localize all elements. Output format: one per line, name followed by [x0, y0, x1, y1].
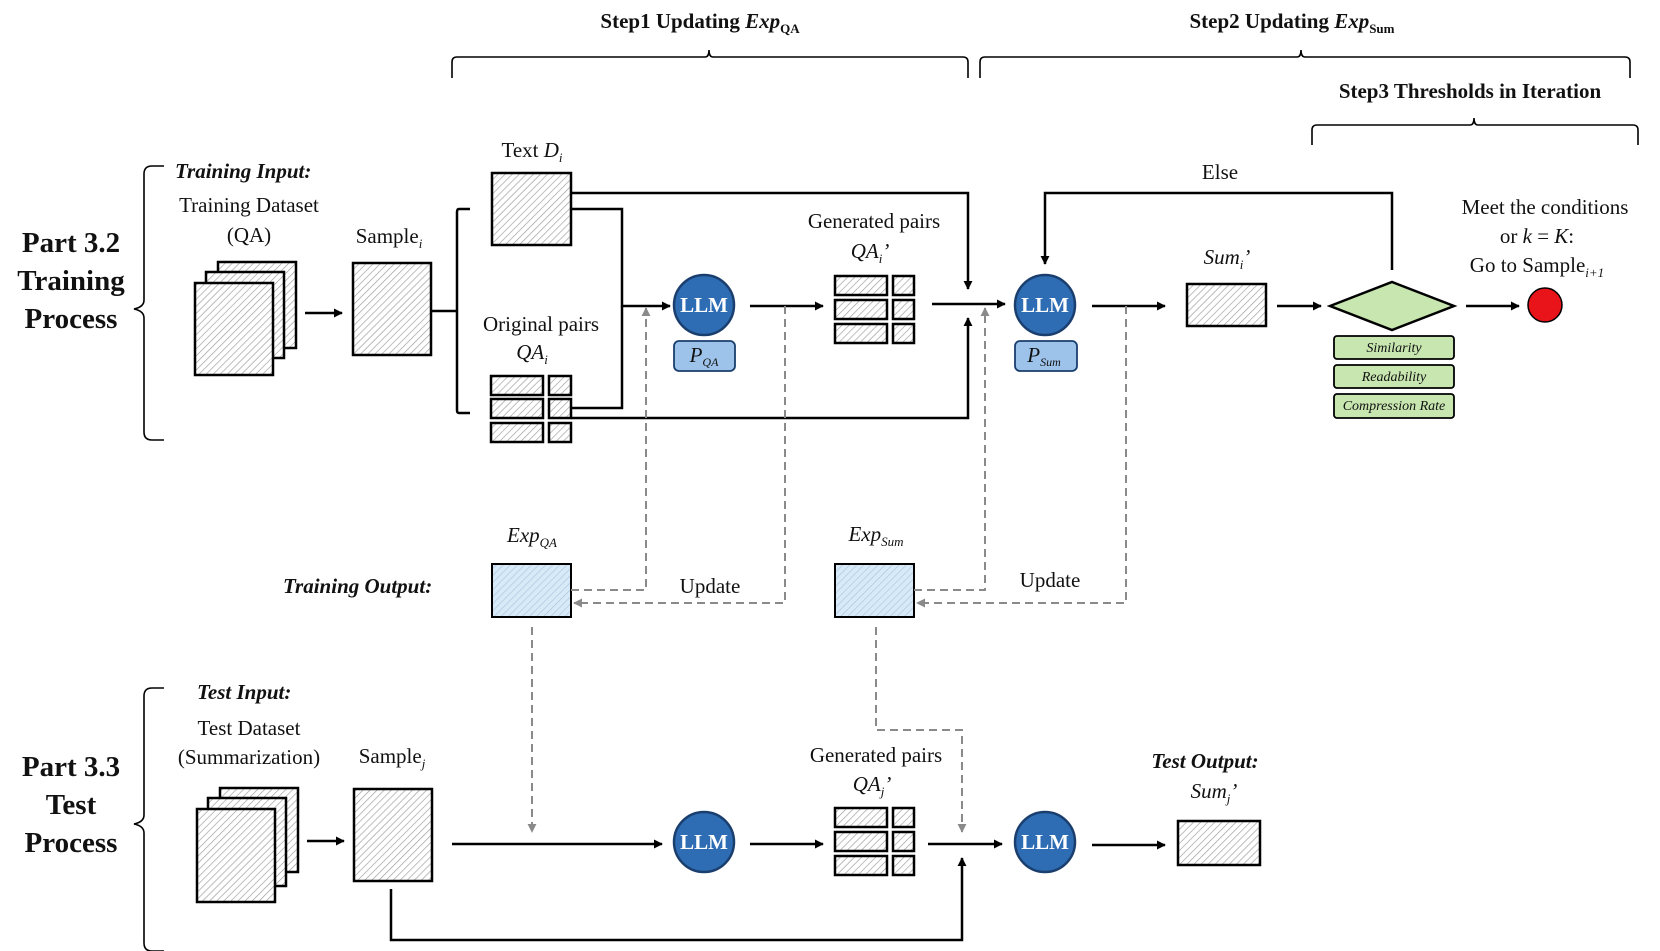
test-input-title: Test Input: [197, 680, 291, 704]
svg-text:LLM: LLM [680, 293, 728, 317]
test-sample-label: Samplej [359, 744, 426, 771]
exp-qa-box [491, 563, 572, 618]
test-output-box [1176, 819, 1262, 867]
svg-text:Compression Rate: Compression Rate [1343, 399, 1446, 414]
training-split-bracket [431, 207, 470, 415]
connector-qa-to-llm1 [571, 306, 624, 410]
condition-line-1: Meet the conditions [1462, 195, 1629, 219]
svg-text:Readability: Readability [1361, 370, 1427, 385]
svg-text:Test: Test [46, 789, 97, 821]
training-input-title: Training Input: [175, 159, 311, 183]
training-dataset-stack [193, 260, 298, 377]
svg-text:Step2 Updating ExpSum: Step2 Updating ExpSum [1189, 9, 1394, 36]
dashed-sum-to-expsum [916, 306, 1127, 608]
step2-brace [979, 49, 1631, 78]
sum-i-box [1185, 282, 1268, 328]
metric-readability: Readability [1333, 364, 1455, 389]
svg-text:Part 3.2: Part 3.2 [22, 227, 120, 259]
training-output-title: Training Output: [283, 574, 432, 598]
goto-next-sample: Go to Samplei+1 [1470, 253, 1604, 280]
step3-brace [1311, 117, 1639, 145]
connector-test-sample-bypass [389, 857, 967, 942]
exp-sum-label: ExpSum [847, 522, 903, 549]
svg-text:PSum: PSum [1026, 343, 1061, 369]
step2-header: Step2 Updating ExpSum [979, 9, 1631, 78]
original-pairs-table [489, 374, 573, 444]
metric-compression-rate: Compression Rate [1333, 393, 1455, 419]
dashed-expqa-to-llm1 [571, 307, 651, 591]
text-d-box [490, 171, 573, 247]
prompt-sum-box: PSum [1014, 340, 1078, 372]
svg-text:LLM: LLM [1021, 293, 1069, 317]
step1-brace [451, 49, 969, 78]
qa-i-label: QAi [516, 340, 548, 367]
connector-text-to-junction [571, 191, 973, 290]
sum-j-prime-label: Sumj’ [1191, 779, 1238, 806]
test-sample-box [352, 787, 434, 883]
test-part-label: Part 3.3 Test Process [22, 751, 120, 859]
svg-text:LLM: LLM [680, 830, 728, 854]
update-label-qa: Update [680, 574, 741, 598]
svg-text:Process: Process [25, 827, 118, 859]
test-dataset-stack [195, 786, 300, 904]
qa-i-prime-label: QAi’ [851, 239, 890, 266]
training-sample-label: Samplei [356, 224, 423, 251]
exp-sum-box [834, 563, 915, 618]
dashed-expsum-to-test [875, 627, 967, 833]
training-dataset-label: Training Dataset [179, 193, 319, 217]
condition-line-2: or k = K: [1500, 224, 1574, 248]
connector-text-to-llm1 [571, 207, 671, 311]
training-sample-box [351, 261, 433, 357]
training-part-label: Part 3.2 Training Process [17, 227, 125, 335]
svg-text:Process: Process [25, 303, 118, 335]
svg-text:Similarity: Similarity [1366, 341, 1422, 356]
test-output-title: Test Output: [1151, 749, 1258, 773]
training-dataset-label-2: (QA) [227, 223, 271, 247]
prompt-qa-box: PQA [673, 340, 736, 372]
dashed-generated-to-expqa [573, 306, 786, 608]
generated-pairs-label: Generated pairs [808, 209, 940, 233]
stop-node [1527, 287, 1563, 323]
llm3-node: LLM [672, 810, 736, 874]
test-generated-pairs-table [833, 806, 916, 877]
llm1-node: LLM [672, 273, 736, 337]
test-generated-pairs-label: Generated pairs [810, 743, 942, 767]
update-label-sum: Update [1020, 568, 1081, 592]
svg-text:Part 3.3: Part 3.3 [22, 751, 120, 783]
metric-similarity: Similarity [1333, 335, 1455, 360]
connector-qa-to-junction [571, 317, 973, 420]
svg-text:LLM: LLM [1021, 830, 1069, 854]
generated-pairs-table [833, 274, 916, 345]
training-left-brace [133, 165, 164, 441]
test-dataset-label: Test Dataset [198, 716, 301, 740]
threshold-diamond [1326, 280, 1458, 332]
step1-header: Step1 Updating ExpQA [451, 9, 969, 78]
svg-text:PQA: PQA [689, 343, 719, 369]
llm2-node: LLM [1013, 273, 1077, 337]
exp-qa-label: ExpQA [506, 523, 557, 550]
dashed-expsum-to-llm2 [914, 307, 990, 591]
qa-j-prime-label: QAj’ [853, 772, 892, 799]
test-dataset-label-2: (Summarization) [178, 745, 320, 769]
test-left-brace [133, 687, 164, 951]
else-label: Else [1202, 160, 1238, 184]
original-pairs-label: Original pairs [483, 312, 599, 336]
llm4-node: LLM [1013, 810, 1077, 874]
step3-header: Step3 Thresholds in Iteration [1311, 79, 1639, 145]
svg-text:Step1 Updating ExpQA: Step1 Updating ExpQA [600, 9, 800, 36]
text-d-label: Text Di [501, 138, 562, 165]
else-loop-connector [1040, 191, 1394, 270]
svg-text:Step3 Thresholds in Iteration: Step3 Thresholds in Iteration [1339, 79, 1602, 103]
svg-text:Training: Training [17, 265, 125, 297]
sum-i-prime-label: Sumi’ [1204, 245, 1251, 272]
